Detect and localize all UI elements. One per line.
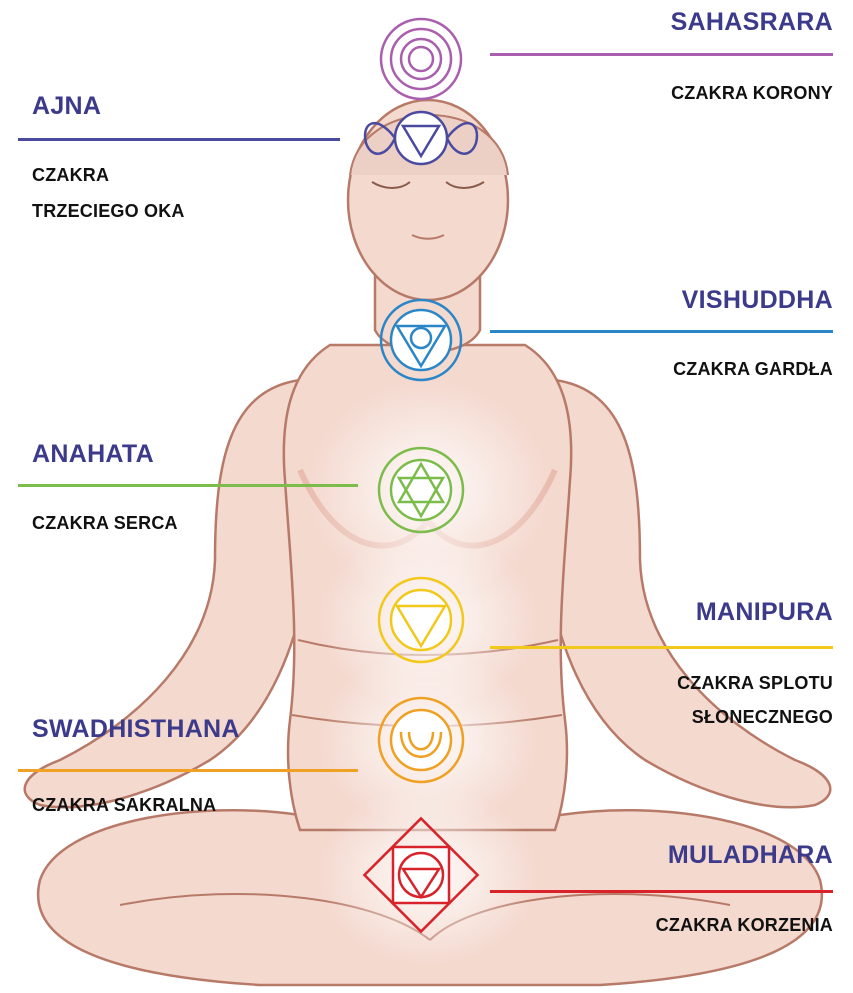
manipura-desc-line-2: SŁONECZNEGO (692, 702, 833, 733)
sahasrara-desc-line-1: CZAKRA KORONY (671, 78, 833, 109)
muladhara-desc-line-1: CZAKRA KORZENIA (656, 910, 833, 941)
vishuddha-line (490, 330, 833, 333)
swadhisthana-desc-line-1: CZAKRA SAKRALNA (32, 790, 216, 821)
vishuddha-icon (381, 300, 461, 380)
ajna-name: AJNA (32, 92, 101, 121)
sahasrara-icon (381, 19, 461, 99)
right-arm-shape (545, 380, 830, 807)
vishuddha-desc-line-1: CZAKRA GARDŁA (673, 354, 833, 385)
vishuddha-name: VISHUDDHA (682, 286, 833, 315)
anahata-line (18, 484, 358, 487)
ajna-desc-line-2: TRZECIEGO OKA (32, 196, 185, 227)
muladhara-line (490, 890, 833, 893)
manipura-name: MANIPURA (696, 598, 833, 627)
anahata-name: ANAHATA (32, 440, 154, 469)
swadhisthana-name: SWADHISTHANA (32, 715, 240, 744)
manipura-line (490, 646, 833, 649)
sahasrara-name: SAHASRARA (671, 8, 833, 37)
swadhisthana-line (18, 769, 358, 772)
manipura-desc-line-1: CZAKRA SPLOTU (677, 668, 833, 699)
sahasrara-line (490, 53, 833, 56)
swadhisthana-icon (379, 698, 463, 782)
anahata-icon (379, 448, 463, 532)
muladhara-name: MULADHARA (668, 841, 833, 870)
anahata-desc-line-1: CZAKRA SERCA (32, 508, 178, 539)
ajna-desc-line-1: CZAKRA (32, 160, 109, 191)
manipura-icon (379, 578, 463, 662)
ajna-line (18, 138, 340, 141)
